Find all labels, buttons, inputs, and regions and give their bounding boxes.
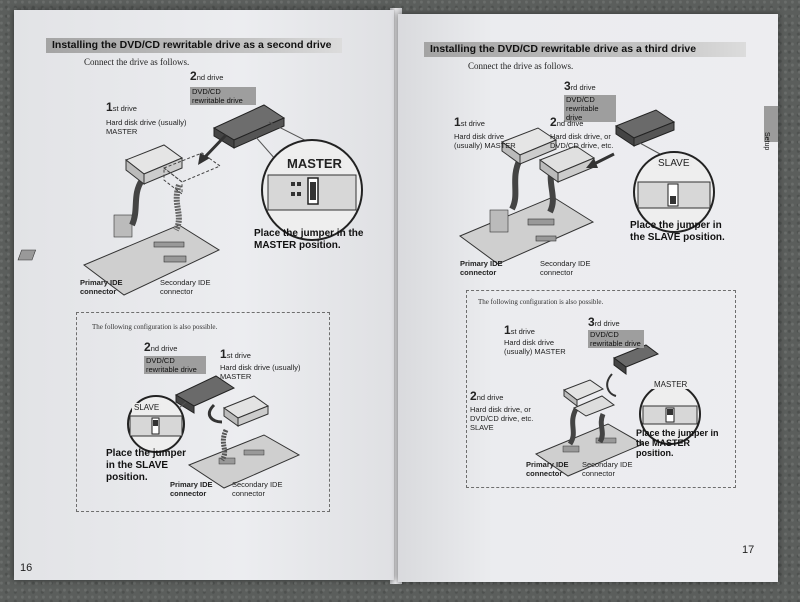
alt-jumper-setting-label: SLAVE (132, 403, 162, 412)
alt-second-drive-type: DVD/CD rewritable drive (144, 356, 206, 374)
second-drive-label: 2nd drive (550, 115, 584, 129)
jumper-setting-label: MASTER (284, 156, 345, 171)
first-drive-label: 1st drive (106, 100, 137, 114)
primary-ide-label: Primary IDE connector (460, 259, 503, 277)
jumper-callout: Place the jumper in the SLAVE position. (630, 220, 725, 243)
page-header: Installing the DVD/CD rewritable drive a… (46, 38, 342, 53)
third-drive-type: DVD/CD rewritable drive (564, 95, 616, 122)
alt-third-drive-label: 3rd drive (588, 315, 620, 329)
alt-config-box (76, 312, 330, 512)
first-drive-desc: Hard disk drive (usually) MASTER (454, 132, 516, 150)
left-page: Installing the DVD/CD rewritable drive a… (14, 10, 394, 580)
alt-jumper-callout: Place the jumper in the MASTER position. (636, 428, 719, 458)
first-drive-desc: Hard disk drive (usually) MASTER (106, 118, 187, 136)
alt-first-drive-desc: Hard disk drive (usually) MASTER (220, 363, 301, 381)
secondary-ide-label: Secondary IDE connector (540, 259, 591, 277)
alt-jumper-setting-label: MASTER (652, 380, 690, 389)
alt-jumper-callout: Place the jumper in the SLAVE position. (106, 448, 187, 483)
alt-second-drive-label: 2nd drive (470, 389, 504, 403)
jumper-setting-label: SLAVE (656, 158, 692, 169)
primary-ide-label: Primary IDE connector (80, 278, 123, 296)
alt-first-drive-label: 1st drive (220, 347, 251, 361)
page-number: 16 (20, 562, 33, 574)
first-drive-label: 1st drive (454, 115, 485, 129)
alt-config-box (466, 290, 736, 488)
alt-second-drive-desc: Hard disk drive, or DVD/CD drive, etc. S… (470, 405, 534, 432)
second-drive-type: DVD/CD rewritable drive (190, 87, 256, 105)
second-drive-label: 2nd drive (190, 69, 224, 83)
alt-primary-ide-label: Primary IDE connector (526, 460, 569, 478)
alt-config-intro: The following configuration is also poss… (478, 298, 604, 306)
alt-third-drive-type: DVD/CD rewritable drive (588, 330, 644, 348)
page-header: Installing the DVD/CD rewritable drive a… (424, 42, 746, 57)
alt-secondary-ide-label: Secondary IDE connector (232, 480, 283, 498)
alt-first-drive-desc: Hard disk drive (usually) MASTER (504, 338, 566, 356)
alt-second-drive-label: 2nd drive (144, 340, 178, 354)
intro-text: Connect the drive as follows. (468, 61, 574, 71)
secondary-ide-label: Secondary IDE connector (160, 278, 211, 296)
third-drive-label: 3rd drive (564, 79, 596, 93)
section-tab (764, 106, 778, 142)
installation-diagram (458, 109, 715, 477)
alt-primary-ide-label: Primary IDE connector (170, 480, 213, 498)
intro-text: Connect the drive as follows. (84, 57, 190, 67)
alt-secondary-ide-label: Secondary IDE connector (582, 460, 633, 478)
second-drive-desc: Hard disk drive, or DVD/CD drive, etc. (550, 132, 614, 150)
alt-config-intro: The following configuration is also poss… (92, 323, 218, 331)
alt-first-drive-label: 1st drive (504, 323, 535, 337)
jumper-callout: Place the jumper in the MASTER position. (254, 228, 364, 251)
right-page: Installing the DVD/CD rewritable drive a… (398, 14, 778, 582)
page-number: 17 (742, 544, 755, 556)
